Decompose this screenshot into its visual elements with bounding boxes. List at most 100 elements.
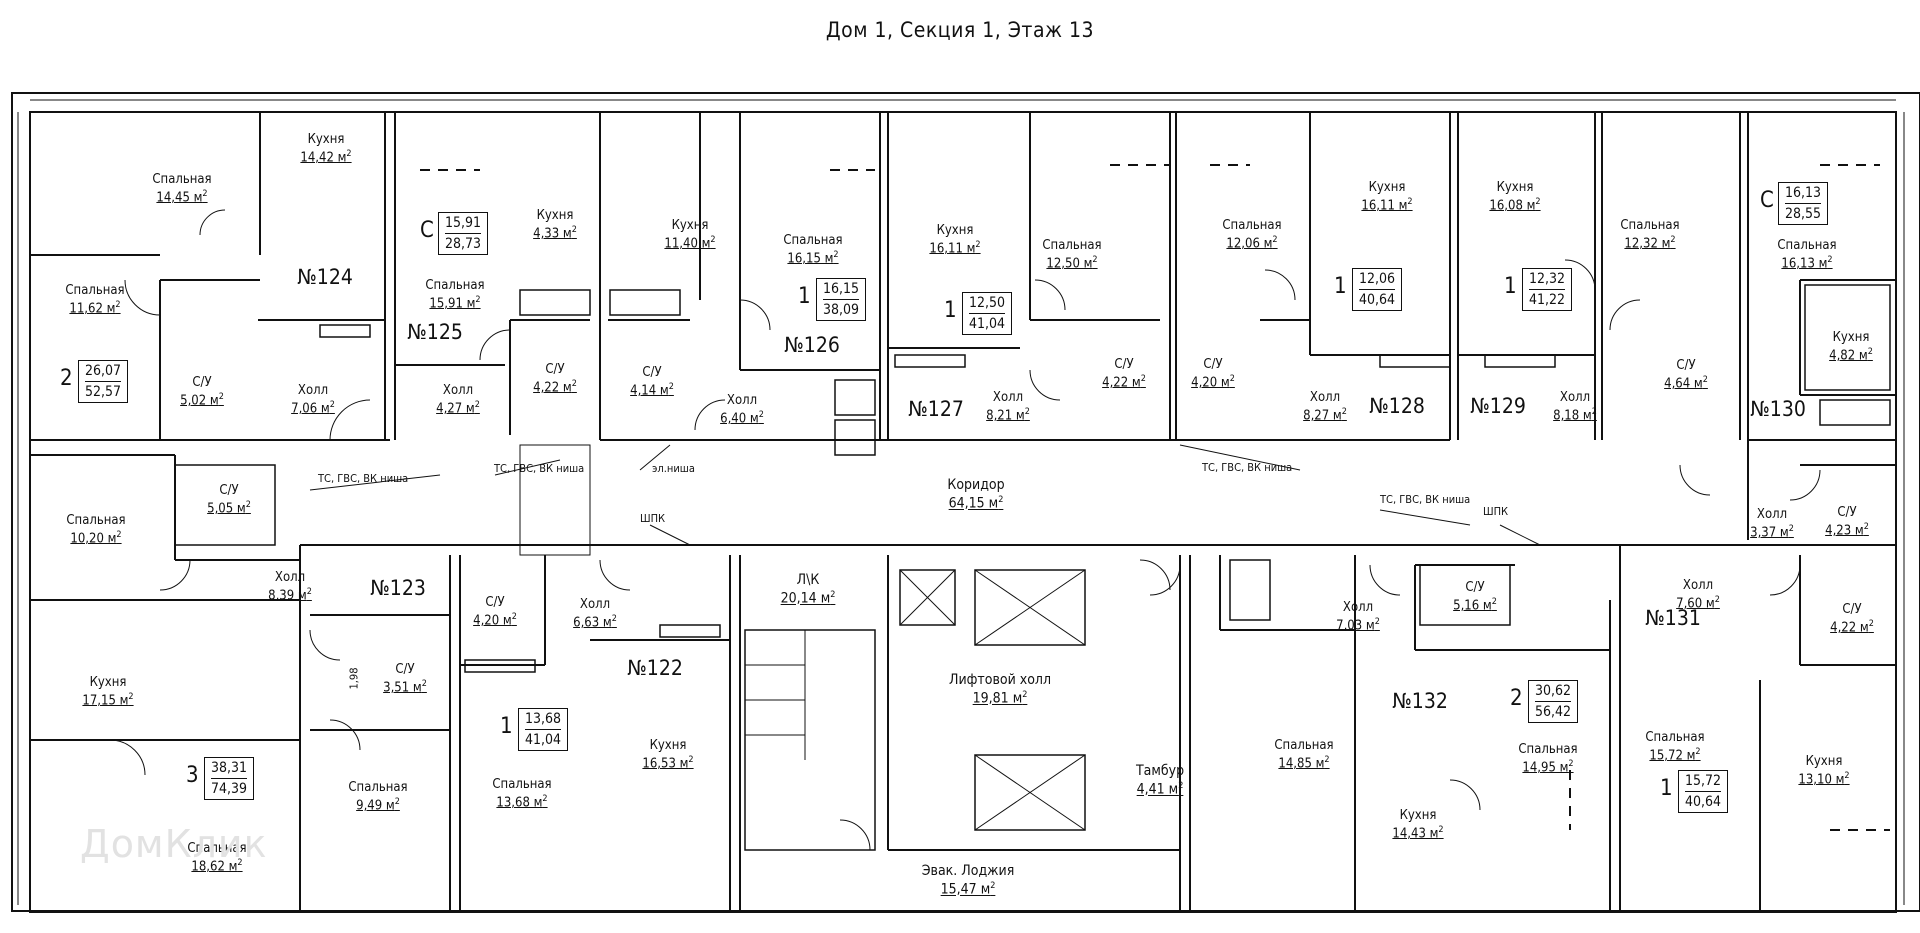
rooms-count: 1 <box>1660 776 1673 801</box>
apartment-number: №129 <box>1470 394 1526 418</box>
rooms-count: 2 <box>60 366 73 391</box>
rooms-count: 1 <box>944 298 957 323</box>
total-area: 52,57 <box>85 384 122 400</box>
total-area: 74,39 <box>211 781 248 797</box>
living-area: 15,91 <box>445 213 482 234</box>
plan-title: Дом 1, Секция 1, Этаж 13 <box>825 18 1095 42</box>
dimension-note: 1,98 <box>347 667 361 690</box>
apartment-number: №125 <box>407 320 463 344</box>
rooms-count: С <box>420 218 434 243</box>
living-area: 12,50 <box>969 293 1006 314</box>
rooms-count: 3 <box>186 763 199 788</box>
niche-note: ТС, ГВС, ВК ниша <box>494 462 585 475</box>
living-area: 16,13 <box>1785 183 1822 204</box>
rooms-count: 1 <box>1504 274 1517 299</box>
apartment-number: №127 <box>908 397 964 421</box>
niche-note: ТС, ГВС, ВК ниша <box>1380 493 1471 506</box>
total-area: 41,22 <box>1529 292 1566 308</box>
watermark-logo: ДомКлик <box>80 822 268 866</box>
apartment-number: №128 <box>1369 394 1425 418</box>
total-area: 40,64 <box>1685 794 1722 810</box>
living-area: 38,31 <box>211 758 248 779</box>
apartment-number: №132 <box>1392 689 1448 713</box>
niche-note: ТС, ГВС, ВК ниша <box>1202 461 1293 474</box>
living-area: 12,32 <box>1529 269 1566 290</box>
apartment-number: №131 <box>1645 606 1701 630</box>
shpk-note: ШПК <box>640 512 666 525</box>
total-area: 28,73 <box>445 236 482 252</box>
total-area: 40,64 <box>1359 292 1396 308</box>
total-area: 41,04 <box>969 316 1006 332</box>
living-area: 16,15 <box>823 279 860 300</box>
total-area: 56,42 <box>1535 704 1572 720</box>
rooms-count: 1 <box>500 714 513 739</box>
apartment-number: №130 <box>1750 397 1806 421</box>
living-area: 13,68 <box>525 709 562 730</box>
living-area: 30,62 <box>1535 681 1572 702</box>
rooms-count: 2 <box>1510 686 1523 711</box>
living-area: 15,72 <box>1685 771 1722 792</box>
rooms-count: 1 <box>1334 274 1347 299</box>
total-area: 28,55 <box>1785 206 1822 222</box>
niche-note: ТС, ГВС, ВК ниша <box>318 472 409 485</box>
electrical-niche-note: эл.ниша <box>652 462 695 475</box>
apartment-number: №126 <box>784 333 840 357</box>
total-area: 41,04 <box>525 732 562 748</box>
rooms-count: 1 <box>798 284 811 309</box>
apartment-number: №122 <box>627 656 683 680</box>
living-area: 12,06 <box>1359 269 1396 290</box>
rooms-count: С <box>1760 188 1774 213</box>
apartment-number: №124 <box>297 265 353 289</box>
total-area: 38,09 <box>823 302 860 318</box>
